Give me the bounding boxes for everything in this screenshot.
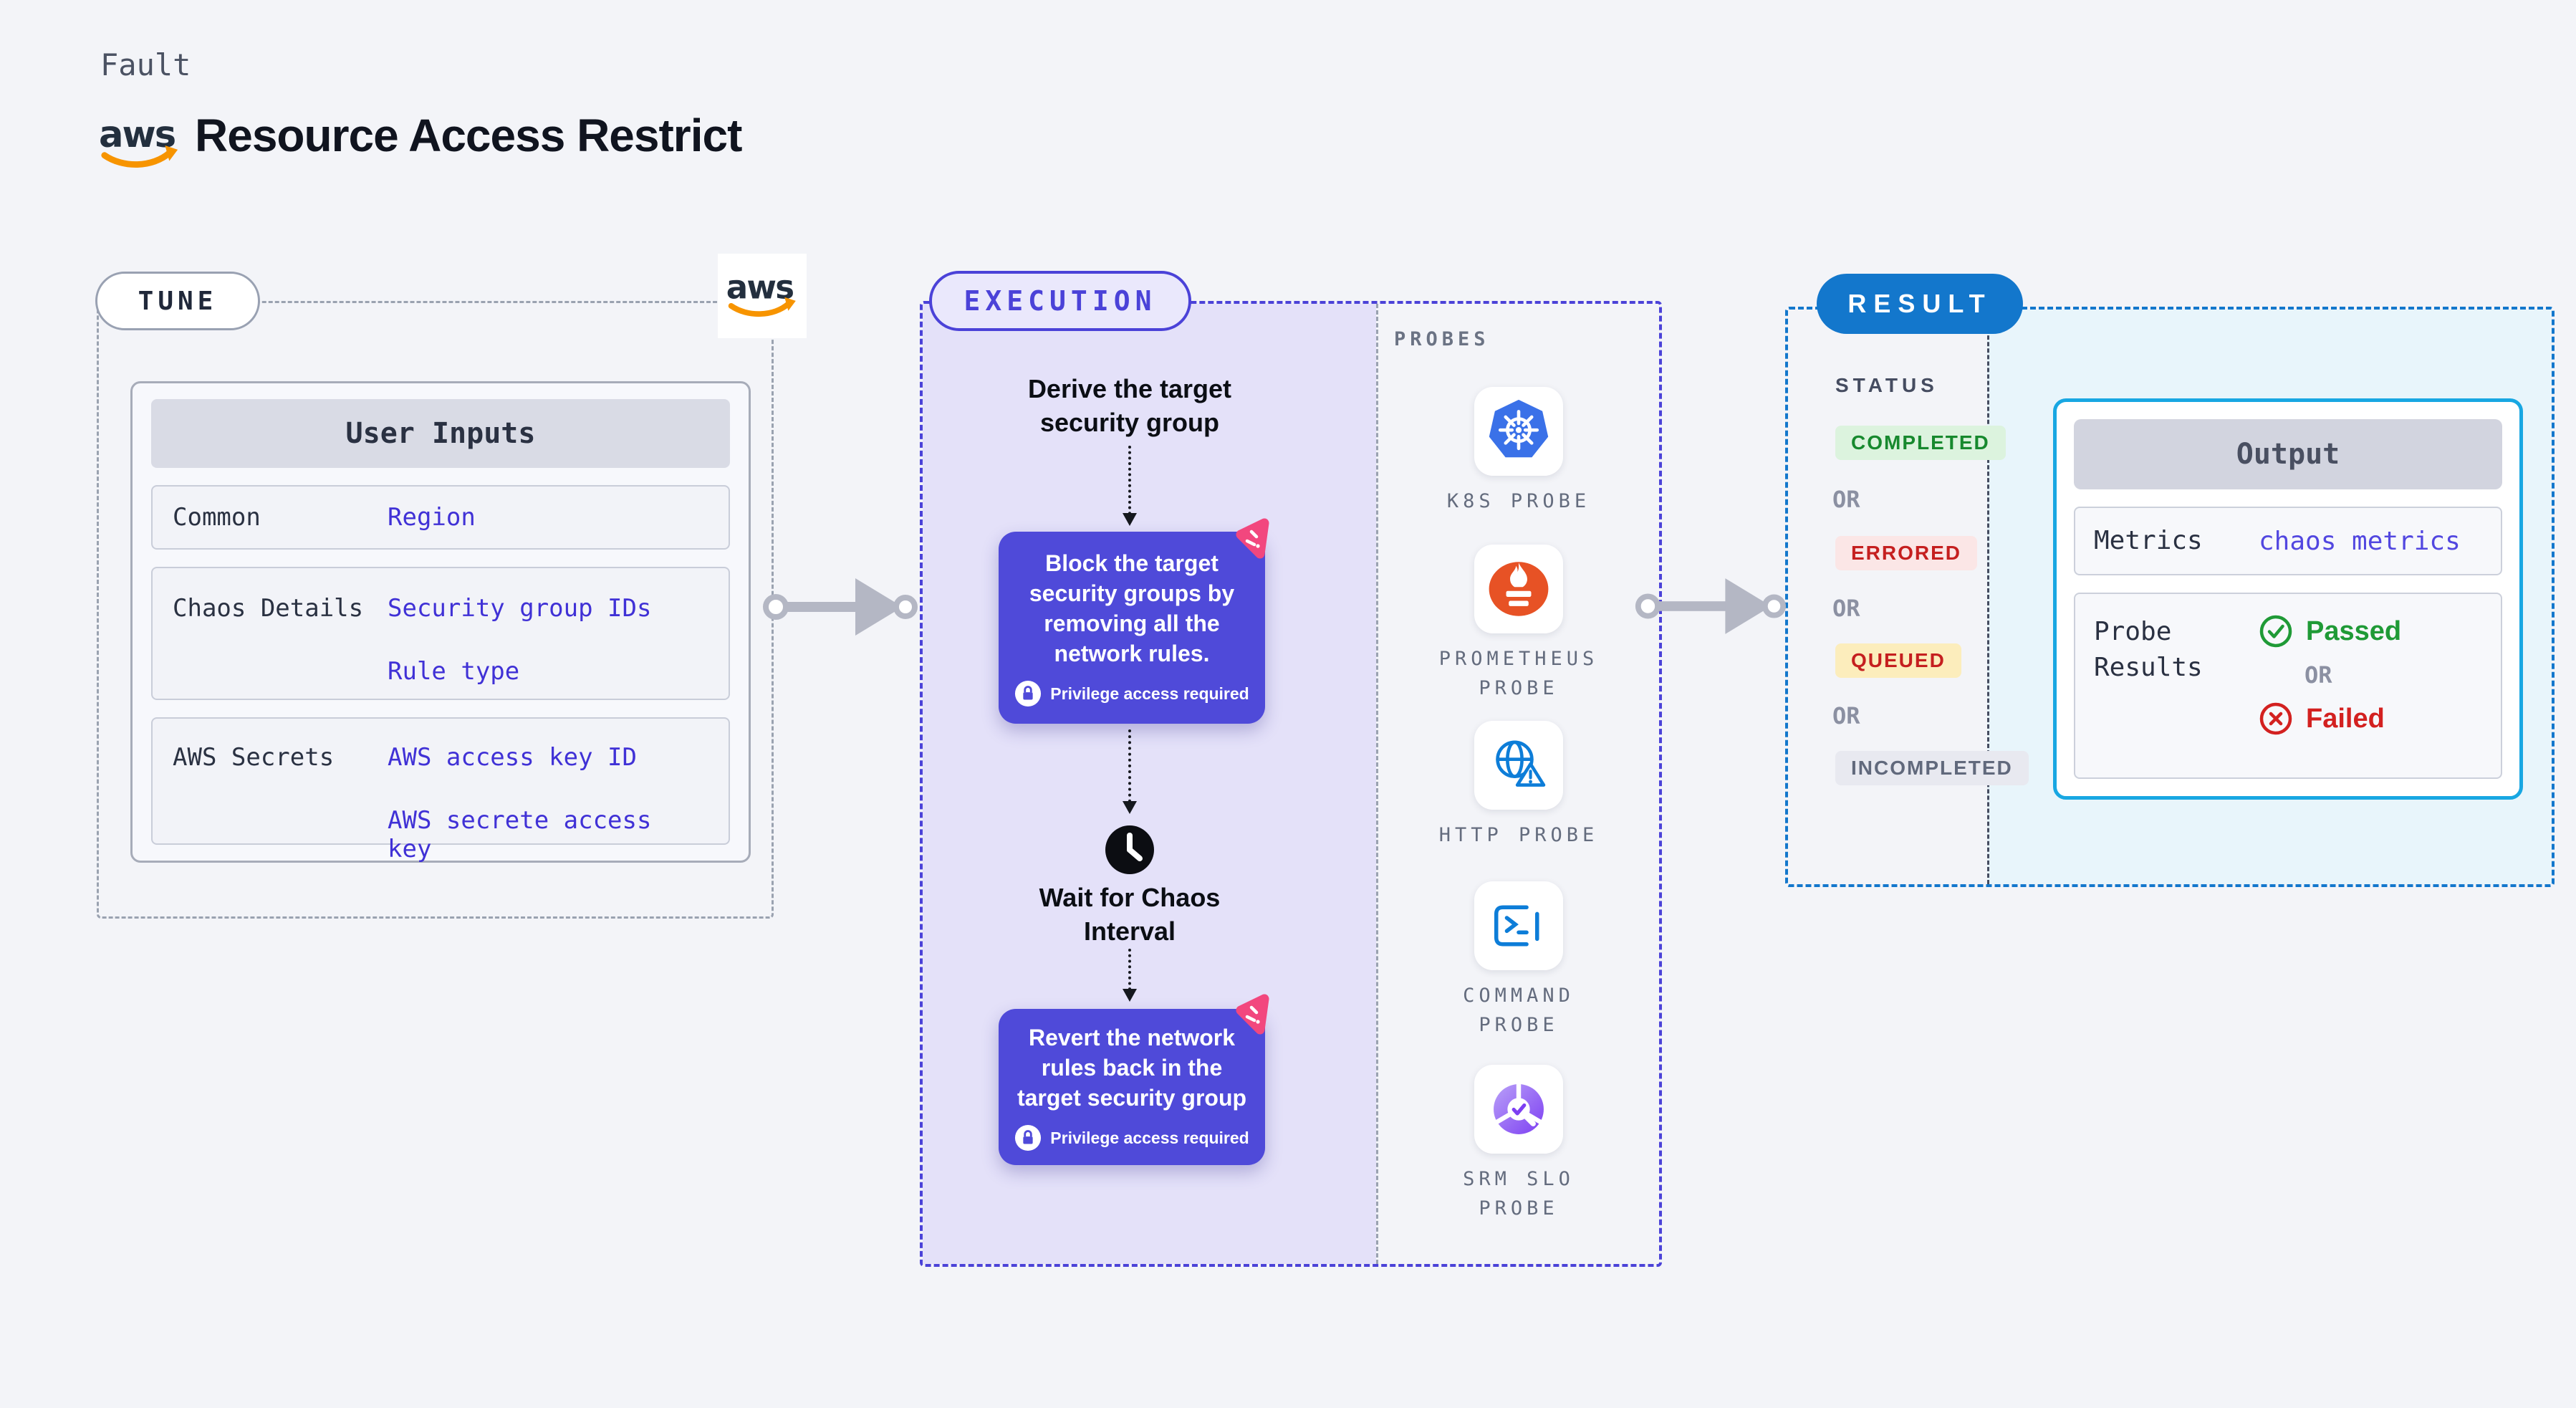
probe-label: HTTP PROBE (1438, 824, 1599, 846)
input-link-security-group-ids[interactable]: Security group IDs (388, 594, 652, 623)
privilege-badge: Privilege access required (1014, 680, 1249, 707)
or-separator: OR (1832, 702, 1860, 729)
input-row-label: Chaos Details (173, 594, 364, 623)
status-badge-incompleted: INCOMPLETED (1835, 751, 2029, 785)
prometheus-icon (1486, 556, 1552, 622)
input-row-aws-secrets: AWS Secrets AWS access key ID AWS secret… (151, 717, 730, 863)
result-section: STATUS COMPLETED OR ERRORED OR QUEUED OR… (1785, 307, 2555, 887)
page-title: Resource Access Restrict (195, 110, 742, 161)
step-wait-text: Wait for Chaos Interval (1039, 883, 1221, 946)
privilege-note: Privilege access required (1050, 684, 1249, 703)
x-circle-icon (2259, 701, 2293, 736)
step-revert-node: Revert the network rules back in the tar… (999, 1009, 1265, 1165)
probe-item-k8s: K8S PROBE (1404, 387, 1633, 517)
flow-connector (1123, 446, 1137, 526)
tune-section-label: TUNE (95, 272, 260, 330)
probe-results-label: Probe Results (2094, 617, 2203, 683)
terminal-icon (1486, 893, 1552, 959)
tune-to-execution-arrow (761, 573, 918, 641)
passed-line: Passed (2259, 614, 2401, 648)
execution-to-result-arrow (1633, 572, 1787, 641)
probe-label: COMMAND PROBE (1463, 985, 1575, 1036)
passed-label: Passed (2306, 616, 2402, 646)
http-globe-icon (1486, 732, 1552, 798)
execution-section: Derive the target security group Block t… (920, 301, 1662, 1267)
user-inputs-card: User Inputs Common Region Chaos Details … (130, 381, 751, 863)
status-badge-queued: QUEUED (1835, 643, 1961, 678)
chaos-pinwheel-icon (1232, 993, 1275, 1036)
result-section-label: RESULT (1817, 274, 2023, 334)
probe-label: K8S PROBE (1446, 490, 1591, 512)
failed-line: Failed (2259, 701, 2401, 736)
input-link-region[interactable]: Region (388, 503, 476, 532)
probe-item-command: COMMAND PROBE (1404, 881, 1633, 1040)
metrics-row: Metrics chaos metrics (2074, 507, 2502, 575)
input-link-access-key-id[interactable]: AWS access key ID (388, 743, 637, 772)
status-label: STATUS (1835, 374, 1938, 396)
flow-connector (1123, 949, 1137, 1002)
or-separator: OR (1832, 486, 1860, 513)
or-separator: OR (1832, 595, 1860, 622)
step-block-text: Block the target security groups by remo… (1029, 550, 1235, 667)
probe-card (1474, 721, 1563, 810)
probe-card (1474, 387, 1563, 476)
input-row-common: Common Region (151, 485, 730, 550)
chaos-pinwheel-icon (1232, 517, 1275, 560)
status-badge-completed: COMPLETED (1835, 426, 2006, 460)
input-link-rule-type[interactable]: Rule type (388, 657, 520, 686)
probe-card (1474, 1065, 1563, 1154)
probes-panel (1376, 304, 1659, 1264)
probe-results-row: Probe Results Passed OR Failed (2074, 593, 2502, 779)
privilege-note: Privilege access required (1050, 1128, 1249, 1147)
probe-card (1474, 881, 1563, 970)
status-badge-errored: ERRORED (1835, 536, 1978, 570)
output-title: Output (2074, 419, 2502, 489)
probe-item-http: HTTP PROBE (1404, 721, 1633, 851)
probe-card (1474, 545, 1563, 633)
probe-results-values: Passed OR Failed (2259, 614, 2401, 736)
probe-item-srm-slo: SRM SLO PROBE (1404, 1065, 1633, 1223)
lock-icon (1014, 680, 1042, 707)
privilege-badge: Privilege access required (1014, 1124, 1249, 1151)
srm-slo-icon (1486, 1076, 1552, 1142)
step-block-node: Block the target security groups by remo… (999, 532, 1265, 724)
failed-label: Failed (2306, 703, 2385, 734)
or-separator: OR (2305, 661, 2332, 689)
lock-icon (1014, 1124, 1042, 1151)
metrics-label: Metrics (2094, 525, 2203, 555)
probes-label: PROBES (1394, 328, 1490, 350)
execution-section-label: EXECUTION (929, 271, 1191, 331)
fault-eyebrow: Fault (100, 47, 191, 82)
probe-label: SRM SLO PROBE (1463, 1168, 1575, 1220)
input-row-label: Common (173, 503, 261, 532)
probe-label: PROMETHEUS PROBE (1438, 648, 1599, 699)
step-revert-text: Revert the network rules back in the tar… (1017, 1024, 1247, 1111)
user-inputs-title: User Inputs (151, 399, 730, 468)
aws-logo (97, 113, 182, 175)
input-link-secret-access-key[interactable]: AWS secrete access key (388, 806, 652, 863)
flow-connector (1123, 729, 1137, 814)
step-derive-text: Derive the target security group (1027, 374, 1232, 437)
probe-item-prometheus: PROMETHEUS PROBE (1404, 545, 1633, 703)
kubernetes-icon (1486, 398, 1552, 464)
input-row-label: AWS Secrets (173, 743, 335, 772)
aws-badge (718, 254, 807, 338)
chaos-metrics-link[interactable]: chaos metrics (2259, 526, 2461, 556)
check-circle-icon (2259, 614, 2293, 648)
output-card: Output Metrics chaos metrics Probe Resul… (2053, 398, 2523, 800)
aws-icon (725, 269, 799, 323)
input-row-chaos-details: Chaos Details Security group IDs Rule ty… (151, 567, 730, 700)
clock-icon (1104, 824, 1155, 876)
